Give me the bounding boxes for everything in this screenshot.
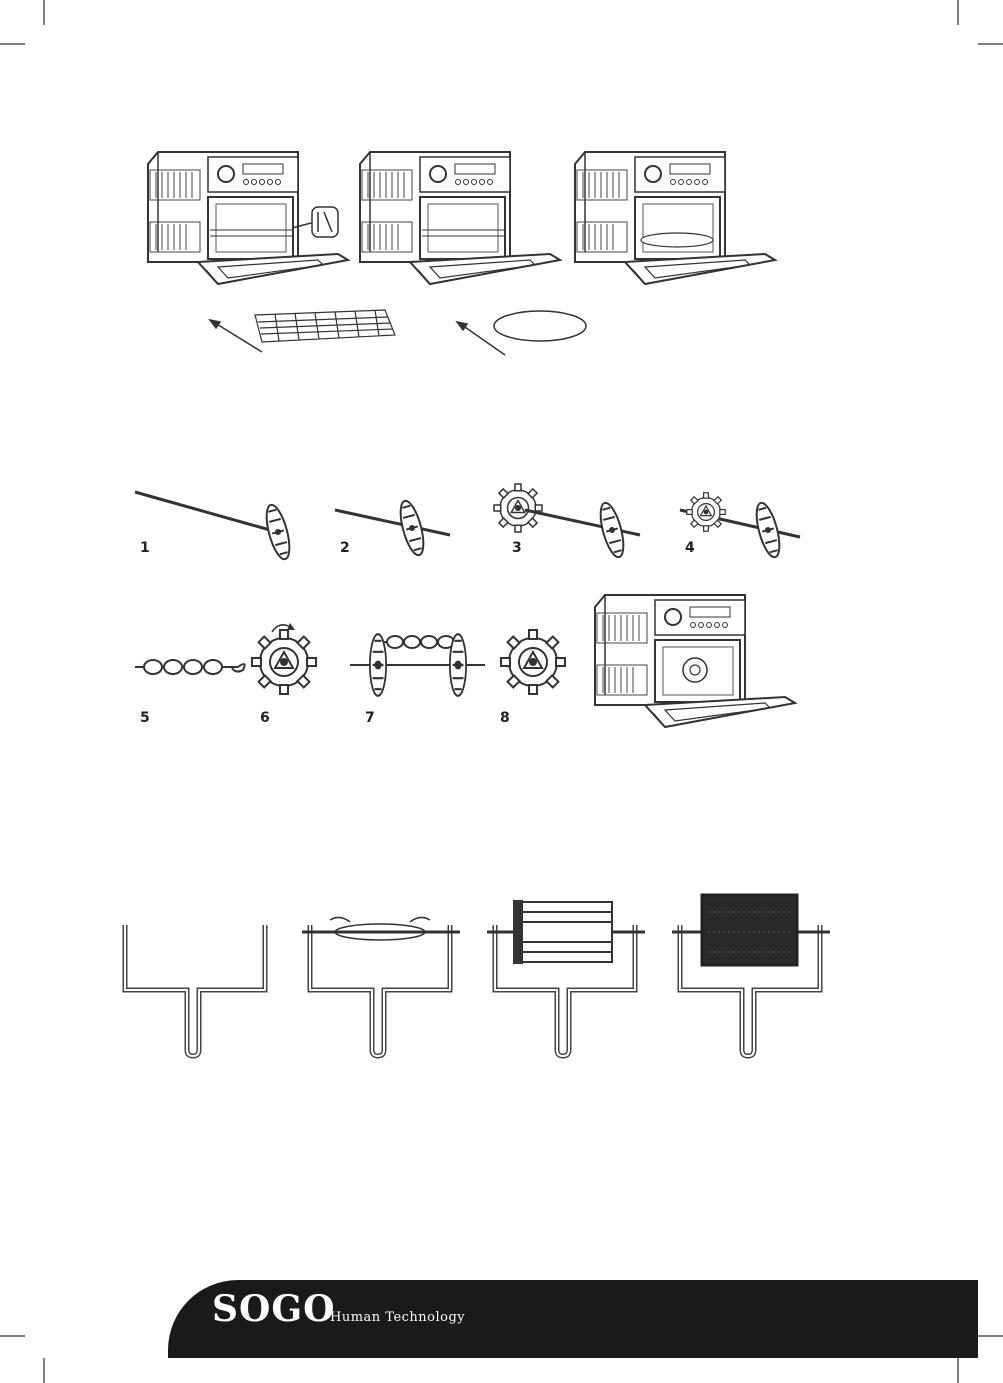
rotisserie-assembly-diagram [0,450,1003,750]
tool-handle-with-cage [487,900,645,1056]
oven-accessory-diagram [0,0,1003,380]
step-1-graphic [135,492,294,561]
oven-with-rotisserie [595,595,795,727]
step-8-graphic [501,630,565,694]
step-number: 2 [340,540,350,556]
round-tray [494,311,586,341]
arrow [210,320,262,352]
step-number: 4 [685,540,695,556]
step-number: 1 [140,540,150,556]
step-2-graphic [335,499,450,558]
step-4-graphic [680,493,800,560]
step-number: 5 [140,710,150,726]
step-number: 3 [512,540,522,556]
step-number: 6 [260,710,270,726]
tool-handle-with-skewer [302,917,460,1056]
step-number: 8 [500,710,510,726]
tool-handle-empty [125,925,265,1056]
brand-tagline: Human Technology [330,1310,465,1325]
step-number: 7 [365,710,375,726]
wire-rack [255,310,395,342]
removal-tool-diagram [0,900,1003,1100]
oven-with-tray-step [360,152,560,284]
step-7-graphic [350,634,485,696]
step-6-graphic [252,623,316,694]
brand-logo: SOGO [212,1288,335,1330]
tool-handle-with-basket [672,895,830,1056]
step-5-graphic [135,660,245,674]
oven-assembled-step [575,152,775,284]
